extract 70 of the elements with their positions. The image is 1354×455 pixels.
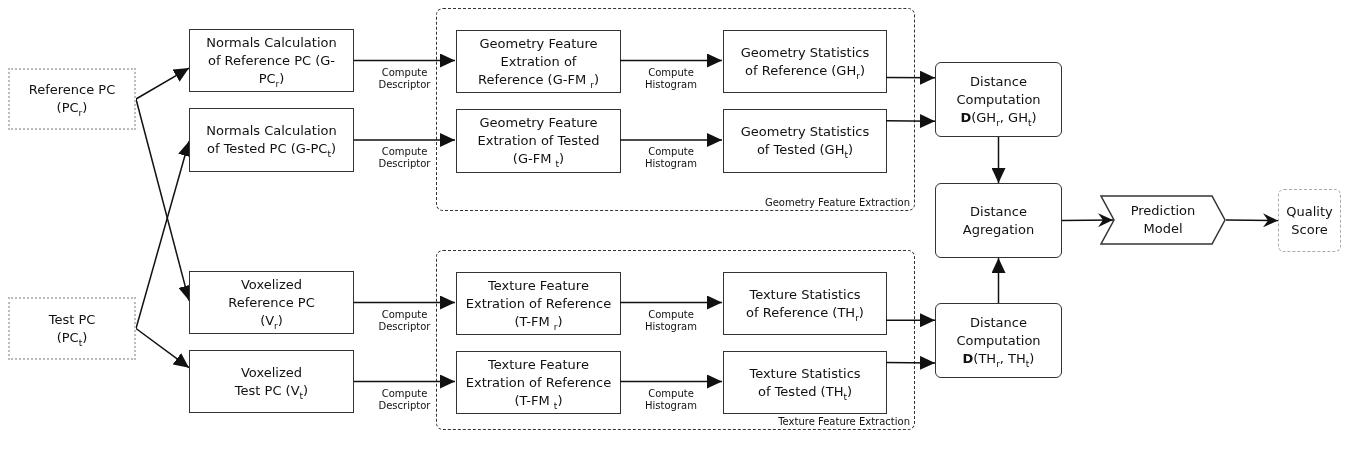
arrow [885,355,936,370]
box-label: Normals Calculation of Tested PC (G-PC$_{t}$) [205,122,338,158]
chevron-shape [1100,195,1226,245]
process-box [723,272,887,335]
arrow [135,327,190,369]
arrow [619,295,723,310]
box-label: Normals Calculation of Reference PC (G-PC$_{r}$) [205,33,338,88]
box-label: Texture Statistics of Reference (TH$_{r}$) [745,285,865,322]
edge-label: Compute Histogram [644,66,698,91]
arrow [353,295,456,310]
edge-label: Compute Descriptor [377,387,432,412]
box-label: Quality Score [1285,202,1334,239]
arrow [991,257,1006,304]
input-box [8,68,136,130]
process-box [456,272,621,335]
arrow [991,136,1006,184]
box-label: Distance Agregation [961,202,1036,239]
edge-label: Compute Descriptor [377,146,432,170]
box-label: Geometry Feature Extration of Tested (G-FM $_{t}$) [477,114,600,168]
process-box [189,350,354,413]
group-label: Texture Feature Extraction [778,415,910,428]
edge-label: Compute Histogram [644,146,698,170]
arrow [885,114,936,129]
output-box [1278,189,1341,252]
arrow [135,98,192,302]
arrow [353,133,456,147]
box-label: Prediction Model [1129,202,1197,238]
arrow [1225,213,1279,228]
arrow [885,313,936,328]
arrow [135,67,190,100]
process-box [189,108,354,172]
edge-label: Compute Descriptor [377,66,432,91]
group-box [436,250,915,430]
box-label: Distance Computation D(TH$_{r}$, TH$_{t}$) [955,313,1042,368]
input-box [8,297,136,360]
box-label: Texture Feature Extration of Reference (T-FM $_{r}$) [465,276,612,331]
arrow [353,53,456,68]
box-label: Texture Statistics of Tested (TH$_{t}$) [748,364,862,401]
process-box [456,351,621,414]
box-label: Reference PC (PC$_{r}$) [27,81,117,117]
arrow [619,374,723,389]
box-label: Texture Feature Extration of Reference (T-FM $_{t}$) [465,355,612,410]
edge-label: Compute Histogram [644,387,698,412]
process-box [935,62,1062,137]
process-box [723,351,887,414]
box-label: Test PC (PC$_{t}$) [47,310,97,347]
arrow [619,133,723,147]
box-label: Voxelized Test PC (V$_{t}$) [233,363,310,400]
box-label: Geometry Statistics of Tested (GH$_{t}$) [739,123,871,159]
arrow [1061,213,1114,228]
box-label: Geometry Feature Extration of Reference (G-FM $_{r}$) [476,34,600,89]
process-box [189,271,354,334]
group-box [436,8,915,211]
box-label: Voxelized Reference PC (V$_{r}$) [227,275,316,330]
process-box [723,30,887,93]
box-label: Distance Computation D(GH$_{r}$, GH$_{t}$) [955,72,1042,127]
arrow [885,70,936,85]
process-box [189,29,354,92]
process-box [935,183,1062,258]
group-label: Geometry Feature Extraction [764,196,910,209]
edge-label: Compute Descriptor [377,308,432,333]
process-box [456,30,621,93]
arrow [135,140,192,330]
process-box [723,109,887,173]
arrow [619,53,723,68]
edge-label: Compute Histogram [644,308,698,333]
process-box [456,109,621,173]
box-label: Geometry Statistics of Reference (GH$_{r}$) [739,43,871,80]
arrow [353,374,456,389]
process-box [935,303,1062,378]
